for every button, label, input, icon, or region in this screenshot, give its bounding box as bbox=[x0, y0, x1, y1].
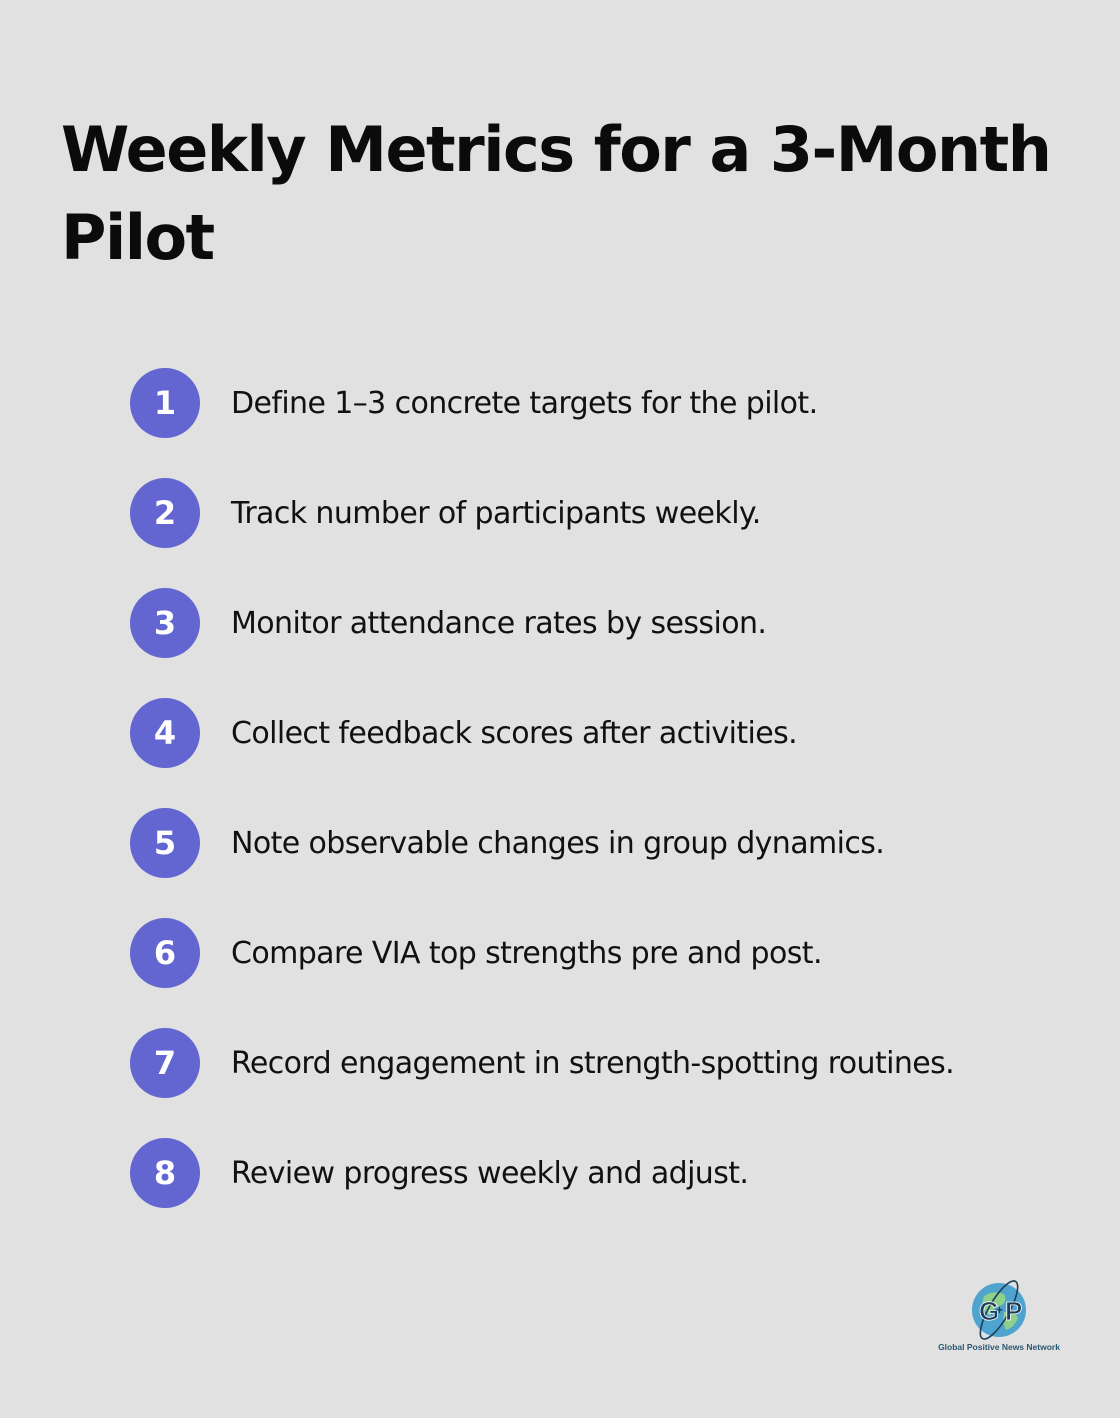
svg-text:G: G bbox=[979, 1296, 999, 1326]
brand-logo: G + P Global Positive News Network bbox=[934, 1276, 1064, 1356]
step-item: 1 Define 1–3 concrete targets for the pi… bbox=[130, 368, 954, 438]
step-text: Track number of participants weekly. bbox=[231, 495, 761, 531]
step-item: 2 Track number of participants weekly. bbox=[130, 478, 954, 548]
step-number-badge: 6 bbox=[130, 918, 200, 988]
step-item: 5 Note observable changes in group dynam… bbox=[130, 808, 954, 878]
svg-text:+: + bbox=[996, 1303, 1003, 1317]
step-item: 4 Collect feedback scores after activiti… bbox=[130, 698, 954, 768]
step-number-badge: 5 bbox=[130, 808, 200, 878]
step-item: 7 Record engagement in strength-spotting… bbox=[130, 1028, 955, 1098]
step-number-badge: 7 bbox=[130, 1028, 200, 1098]
step-item: 8 Review progress weekly and adjust. bbox=[130, 1138, 954, 1208]
globe-icon: G + P bbox=[972, 1280, 1026, 1340]
step-item: 6 Compare VIA top strengths pre and post… bbox=[130, 918, 954, 988]
steps-list: 1 Define 1–3 concrete targets for the pi… bbox=[130, 368, 955, 1248]
step-text: Define 1–3 concrete targets for the pilo… bbox=[231, 385, 818, 421]
step-item: 3 Monitor attendance rates by session. bbox=[130, 588, 954, 658]
step-text: Monitor attendance rates by session. bbox=[231, 605, 767, 641]
step-text: Review progress weekly and adjust. bbox=[231, 1155, 749, 1191]
step-number-badge: 4 bbox=[130, 698, 200, 768]
step-text: Collect feedback scores after activities… bbox=[231, 715, 798, 751]
step-text: Record engagement in strength-spotting r… bbox=[231, 1045, 955, 1081]
step-number-badge: 1 bbox=[130, 368, 200, 438]
step-number-badge: 3 bbox=[130, 588, 200, 658]
page-title: Weekly Metrics for a 3-Month Pilot bbox=[61, 113, 1052, 274]
step-number-badge: 8 bbox=[130, 1138, 200, 1208]
logo-text: Global Positive News Network bbox=[938, 1342, 1060, 1352]
svg-text:P: P bbox=[1005, 1296, 1022, 1326]
step-number-badge: 2 bbox=[130, 478, 200, 548]
step-text: Note observable changes in group dynamic… bbox=[231, 825, 885, 861]
step-text: Compare VIA top strengths pre and post. bbox=[231, 935, 822, 971]
